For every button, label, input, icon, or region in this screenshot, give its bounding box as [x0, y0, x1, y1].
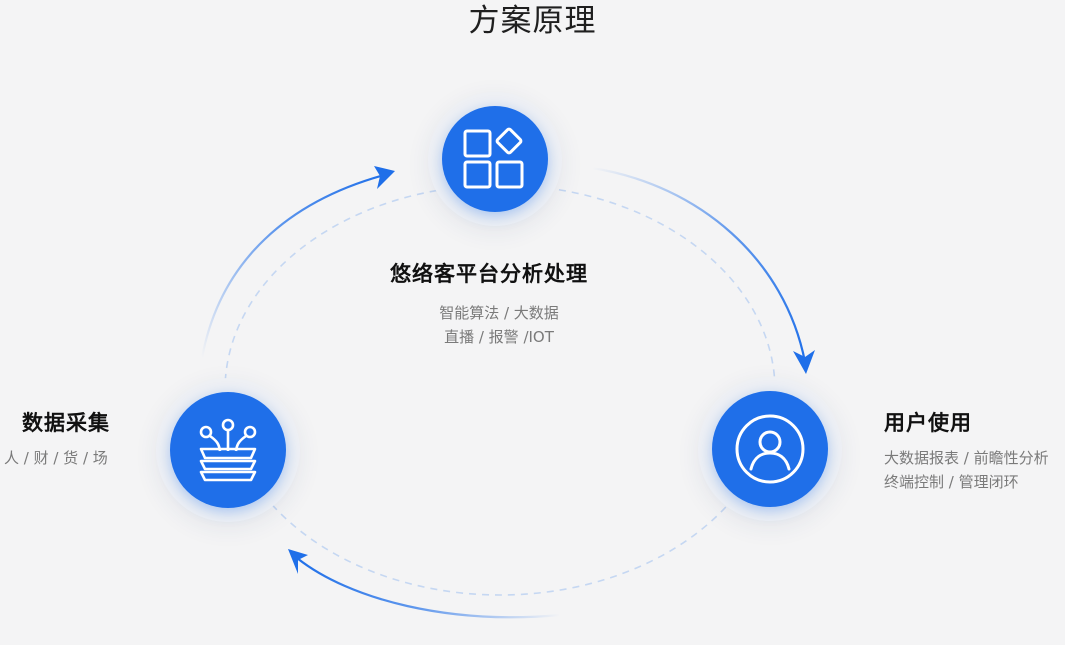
collection-node — [156, 378, 300, 522]
arc-arrow-collection-to-platform — [200, 172, 389, 359]
platform-node — [428, 92, 562, 226]
arc-arrow-usage-to-collection — [296, 557, 561, 619]
app-grid-icon — [463, 127, 524, 189]
page-title: 方案原理 — [468, 3, 597, 39]
user-icon — [735, 414, 805, 484]
usage-desc-line-1: 大数据报表 / 前瞻性分析 — [884, 449, 1049, 467]
data-layers-icon — [199, 418, 257, 482]
dashed-ring — [224, 184, 776, 596]
arrowhead-bottom — [288, 549, 308, 574]
usage-node — [698, 377, 842, 521]
platform-desc-line-1: 智能算法 / 大数据 — [439, 304, 559, 322]
usage-title: 用户使用 — [884, 411, 972, 435]
collection-desc-line-1: 人 / 财 / 货 / 场 — [4, 449, 108, 467]
arrowhead-left — [374, 166, 395, 189]
collection-title: 数据采集 — [22, 411, 110, 435]
platform-title: 悠络客平台分析处理 — [390, 262, 588, 286]
arrowhead-right — [793, 350, 815, 374]
platform-desc-line-2: 直播 / 报警 /IOT — [444, 328, 554, 346]
collection-desc: 人 / 财 / 货 / 场 — [4, 446, 108, 470]
platform-desc: 智能算法 / 大数据 直播 / 报警 /IOT — [0, 301, 998, 349]
arc-arrow-platform-to-usage — [591, 166, 807, 363]
usage-desc: 大数据报表 / 前瞻性分析 终端控制 / 管理闭环 — [884, 446, 1049, 494]
usage-desc-line-2: 终端控制 / 管理闭环 — [884, 473, 1019, 491]
